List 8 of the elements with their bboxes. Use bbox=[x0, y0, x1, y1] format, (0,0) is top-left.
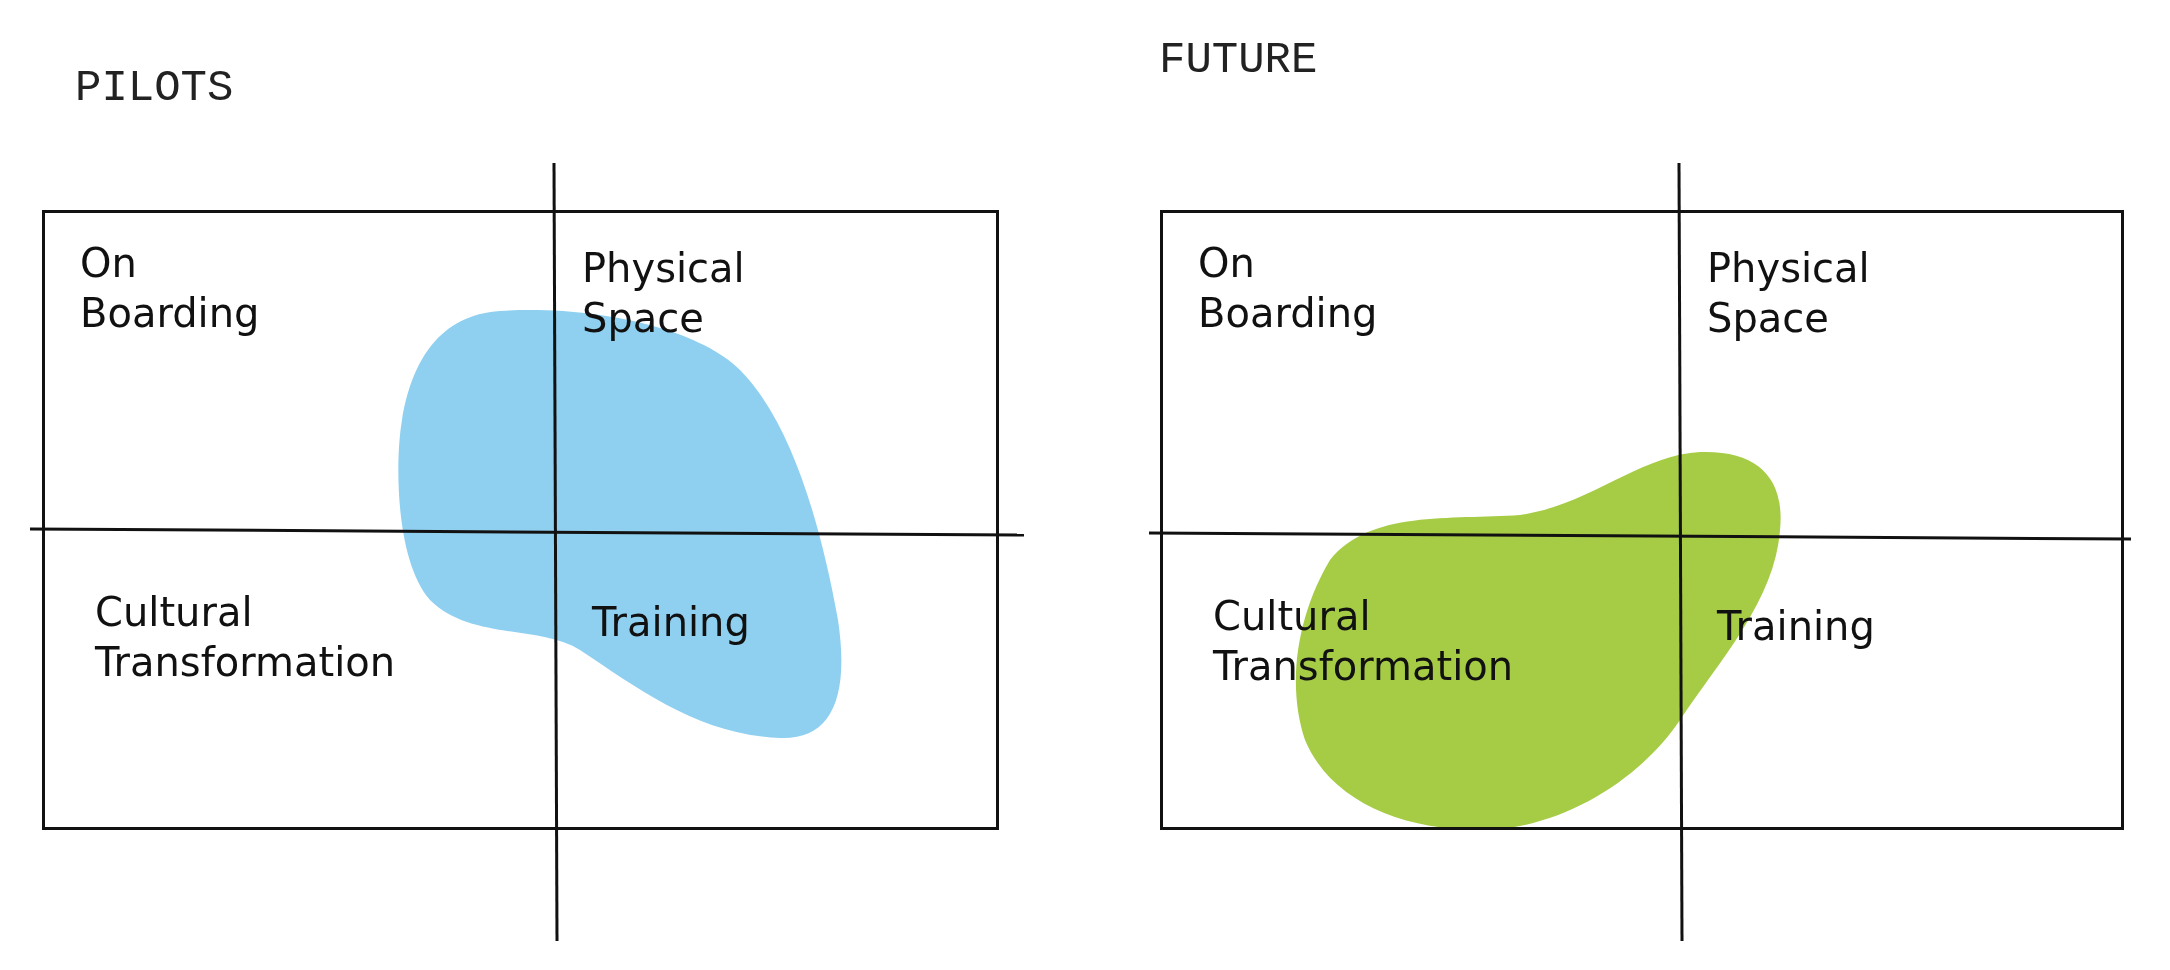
quadrant-label: On Boarding bbox=[80, 239, 260, 338]
grid-title: PILOTS bbox=[75, 63, 234, 113]
quadrant-label: Cultural Transformation bbox=[95, 588, 396, 687]
quadrant-label: Training bbox=[592, 598, 750, 647]
quadrant-label: Physical Space bbox=[1707, 244, 1870, 343]
quadrant-label: On Boarding bbox=[1198, 239, 1378, 338]
quadrant-label: Physical Space bbox=[582, 244, 745, 343]
grid-title: FUTURE bbox=[1159, 35, 1318, 85]
